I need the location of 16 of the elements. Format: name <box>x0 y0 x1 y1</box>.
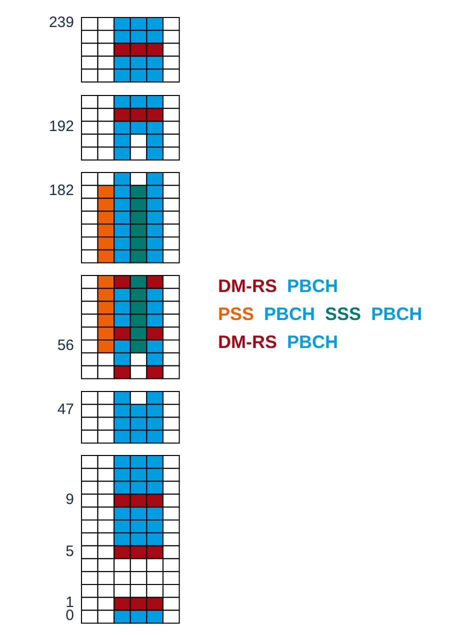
legend-text: PSS <box>218 304 254 324</box>
legend-text: DM-RS <box>218 332 277 352</box>
row-index-label: 182 <box>48 183 74 200</box>
row-index-label: 56 <box>57 338 74 354</box>
row-index-label: 239 <box>48 15 74 32</box>
legend-text: PBCH <box>287 332 338 352</box>
row-index-label: 0 <box>66 608 74 624</box>
legend-text: PBCH <box>371 304 422 324</box>
legend-text: DM-RS <box>218 276 277 296</box>
row-index-label: 47 <box>57 402 74 418</box>
legend-text: SSS <box>325 304 362 324</box>
row-index-label: 9 <box>66 492 74 508</box>
legend-text: PBCH <box>264 304 316 324</box>
row-index-label: 5 <box>66 544 74 560</box>
row-index-label: 192 <box>48 119 74 136</box>
legend-text: PBCH <box>287 276 338 296</box>
